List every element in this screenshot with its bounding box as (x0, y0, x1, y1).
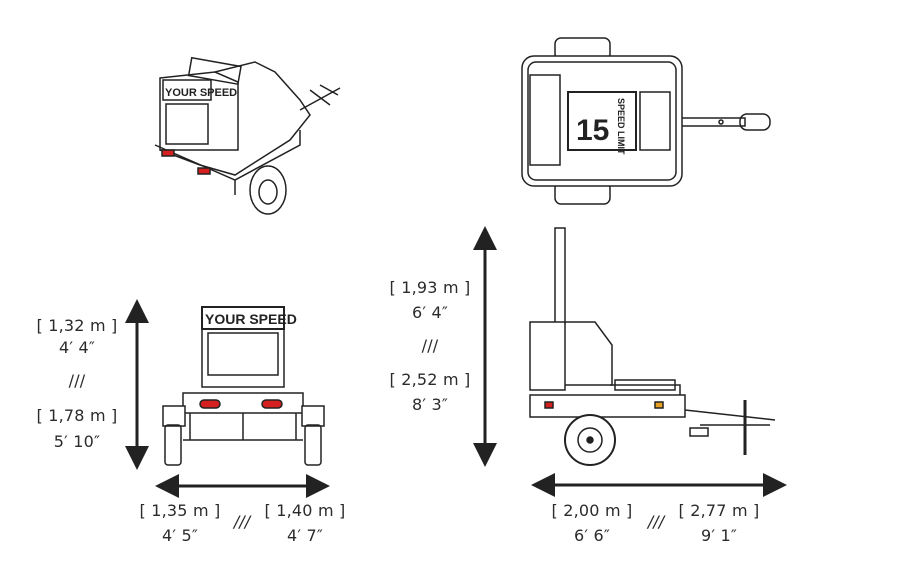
front-width-metric-b: [ 1,40 m ] (264, 501, 346, 520)
top-sign-title: SPEED LIMIT (616, 98, 626, 155)
front-height-metric-b: [ 1,78 m ] (36, 406, 118, 425)
front-height-imperial-a: 4′ 4″ (58, 338, 96, 357)
front-height-metric-a: [ 1,32 m ] (36, 316, 118, 335)
top-sign-number: 15 (576, 114, 609, 147)
side-length-imperial-b: 9′ 1″ (700, 526, 738, 545)
isometric-view: YOUR SPEED (154, 56, 341, 215)
top-view: 15 SPEED LIMIT (521, 37, 771, 205)
side-height-metric-a: [ 1,93 m ] (389, 278, 471, 297)
side-length-imperial-a: 6′ 6″ (573, 526, 611, 545)
side-height-imperial-b: 8′ 3″ (411, 395, 449, 414)
front-width-metric-a: [ 1,35 m ] (139, 501, 221, 520)
front-width-imperial-b: 4′ 7″ (286, 526, 324, 545)
side-view (529, 227, 776, 466)
front-height-imperial-b: 5′ 10″ (53, 432, 101, 451)
side-length-separator: /// (647, 512, 665, 531)
front-width-separator: /// (233, 512, 251, 531)
iso-sign-text: YOUR SPEED (165, 87, 237, 99)
side-height-metric-b: [ 2,52 m ] (389, 370, 471, 389)
side-height-separator: /// (421, 336, 439, 355)
side-height-imperial-a: 6′ 4″ (411, 303, 449, 322)
side-length-metric-a: [ 2,00 m ] (551, 501, 633, 520)
front-width-imperial-a: 4′ 5″ (161, 526, 199, 545)
front-sign-text: YOUR SPEED (205, 311, 297, 327)
front-view: YOUR SPEED (162, 306, 325, 466)
front-height-separator: /// (68, 371, 86, 390)
side-length-metric-b: [ 2,77 m ] (678, 501, 760, 520)
